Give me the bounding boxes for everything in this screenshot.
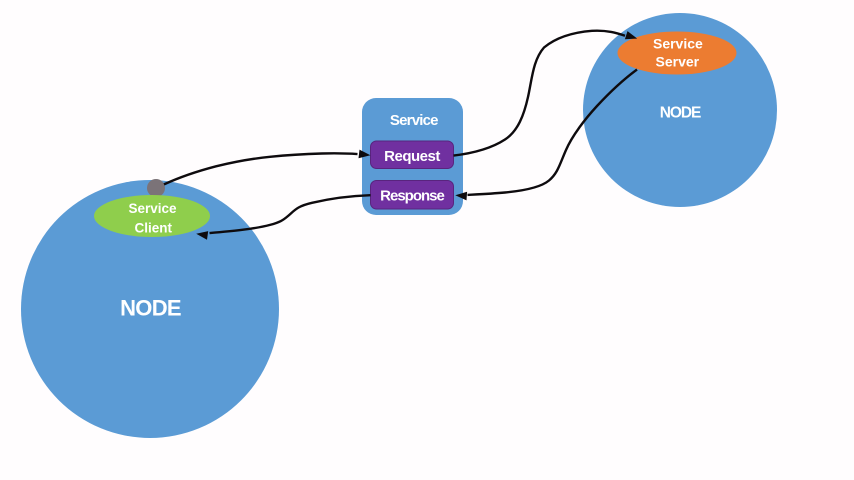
svg-text:Request: Request bbox=[384, 148, 440, 165]
svg-text:Server: Server bbox=[656, 54, 700, 70]
svg-text:Service: Service bbox=[128, 201, 177, 216]
svg-text:Response: Response bbox=[380, 187, 444, 204]
svg-text:NODE: NODE bbox=[120, 295, 181, 320]
svg-text:Service: Service bbox=[390, 112, 438, 129]
svg-text:Client: Client bbox=[135, 221, 173, 236]
svg-text:Service: Service bbox=[653, 35, 703, 51]
svg-text:NODE: NODE bbox=[660, 104, 701, 121]
